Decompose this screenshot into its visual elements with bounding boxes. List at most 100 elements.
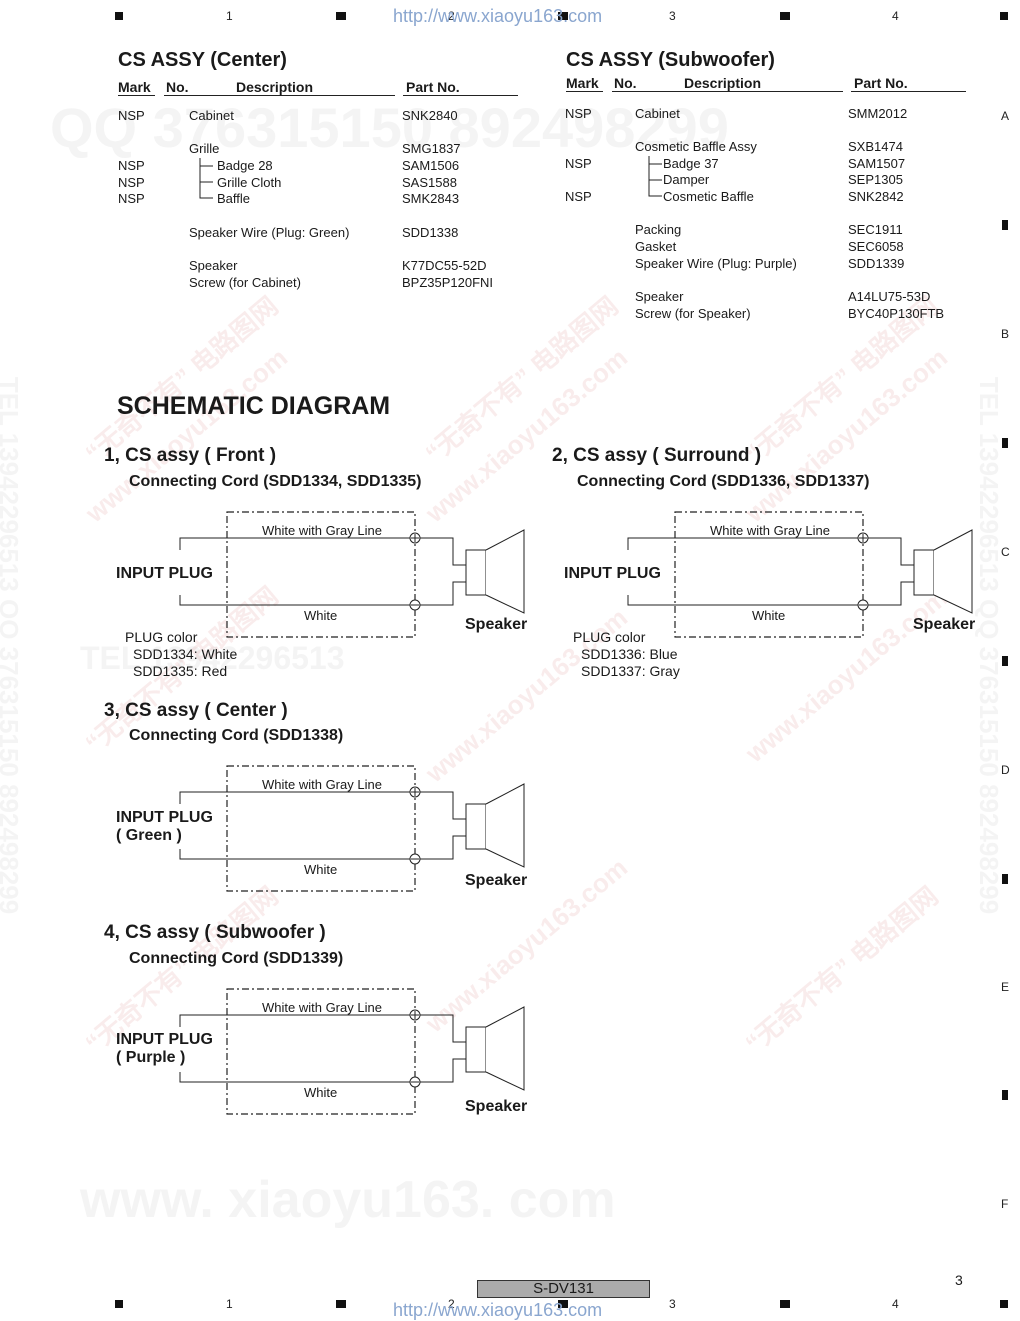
watermark-side-right: TEL 13942296513 QQ 376315150 892498299 (974, 376, 1005, 915)
wire-bottom-label: White (304, 608, 338, 623)
grid-col-4: 4 (892, 9, 899, 23)
speaker-label: Speaker (913, 616, 976, 633)
table-row-part: SAS1588 (402, 175, 457, 190)
grid-col-3: 3 (669, 9, 676, 23)
registration-mark (1000, 1300, 1008, 1308)
diagram-heading: 1, CS assy ( Front ) (104, 445, 277, 466)
header-url-link[interactable]: http://www.xiaoyu163.com (393, 6, 603, 26)
header-underline (612, 91, 843, 92)
registration-mark (1002, 656, 1008, 666)
table-row-desc: Packing (635, 222, 682, 237)
registration-mark (780, 12, 790, 20)
table-row-desc: Cosmetic Baffle Assy (635, 139, 757, 154)
table-row-part: SDD1338 (402, 225, 459, 240)
diagram-cord: Connecting Cord (SDD1339) (129, 950, 344, 967)
table-row-desc: Damper (663, 172, 710, 187)
center-table-title: CS ASSY (Center) (118, 49, 287, 71)
table-row-desc: Speaker Wire (Plug: Green) (189, 225, 350, 240)
table-row-desc: Cabinet (635, 106, 680, 121)
table-row-desc: Grille (189, 141, 220, 156)
plug-color-item: SDD1335: Red (133, 663, 228, 679)
table-row-desc: Speaker Wire (Plug: Purple) (635, 256, 797, 271)
input-plug-label: INPUT PLUG (564, 565, 661, 582)
header-underline (403, 95, 518, 96)
grid-col-2: 2 (448, 9, 455, 23)
registration-mark (1000, 12, 1008, 20)
col-header-description: Description (236, 79, 314, 95)
registration-mark (1002, 220, 1008, 230)
header-underline (164, 95, 395, 96)
table-row-part: SNK2842 (848, 189, 904, 204)
table-row-mark: NSP (118, 175, 145, 190)
watermark-big-site: www. xiaoyu163. com (80, 1171, 616, 1229)
table-row-part: K77DC55-52D (402, 258, 487, 273)
table-row-part: BPZ35P120FNI (402, 275, 494, 290)
table-row-desc: Speaker (189, 258, 238, 273)
table-row-desc: Cabinet (189, 108, 234, 123)
registration-mark (1002, 1090, 1008, 1100)
table-row-part: SDD1339 (848, 256, 905, 271)
col-header-no: No. (614, 75, 637, 91)
wiring-diagram (179, 765, 525, 892)
registration-mark (558, 12, 568, 20)
table-row-desc: Badge 37 (663, 156, 719, 171)
grid-col-3: 3 (669, 1297, 676, 1311)
diagram-cord: Connecting Cord (SDD1338) (129, 727, 344, 744)
wire-top-label: White with Gray Line (262, 777, 382, 792)
table-row-desc: Baffle (217, 191, 251, 206)
plug-color-item: SDD1337: Gray (581, 663, 680, 679)
plug-color-title: PLUG color (573, 629, 646, 645)
table-row-part: A14LU75-53D (848, 289, 931, 304)
input-plug-label: INPUT PLUG (116, 565, 213, 582)
table-row-desc: Grille Cloth (217, 175, 282, 190)
input-plug-label: INPUT PLUG (116, 1031, 213, 1048)
table-row-part: SEP1305 (848, 172, 903, 187)
subwoofer-table-title: CS ASSY (Subwoofer) (566, 49, 775, 71)
wire-top-label: White with Gray Line (710, 523, 830, 538)
watermark-cn: “无奇不有” 电路图网 (739, 880, 944, 1059)
speaker-label: Speaker (465, 872, 528, 889)
grid-col-4: 4 (892, 1297, 899, 1311)
row-label-d: D (1001, 763, 1010, 777)
table-row-desc: Cosmetic Baffle (663, 189, 754, 204)
table-row-mark: NSP (565, 189, 592, 204)
wire-bottom-label: White (752, 608, 786, 623)
registration-mark (558, 1300, 568, 1308)
watermark-side-left: TEL 13942296513 QQ 376315150 892498299 (0, 376, 25, 915)
table-row-part: SEC6058 (848, 239, 904, 254)
table-row-part: SAM1506 (402, 158, 460, 173)
col-header-description: Description (684, 75, 762, 91)
wiring-diagram (627, 511, 973, 638)
registration-mark (115, 12, 123, 20)
row-label-e: E (1001, 980, 1010, 994)
table-row-desc: Gasket (635, 239, 677, 254)
diagram-heading: 3, CS assy ( Center ) (104, 700, 288, 721)
col-header-part-no: Part No. (854, 75, 908, 91)
table-row-part: SAM1507 (848, 156, 906, 171)
plug-color-title: PLUG color (125, 629, 198, 645)
table-row-part: SEC1911 (848, 222, 903, 237)
header-underline (851, 91, 966, 92)
table-row-mark: NSP (118, 158, 145, 173)
wire-bottom-label: White (304, 1085, 338, 1100)
speaker-label: Speaker (465, 1098, 528, 1115)
header-underline (118, 95, 155, 96)
registration-mark (1002, 438, 1008, 448)
footer-url-link[interactable]: http://www.xiaoyu163.com (393, 1300, 603, 1320)
page-number: 3 (955, 1272, 963, 1288)
wiring-diagram (179, 988, 525, 1115)
diagram-cord: Connecting Cord (SDD1334, SDD1335) (129, 473, 422, 490)
model-name: S-DV131 (533, 1280, 594, 1297)
input-plug-color-label: ( Purple ) (116, 1049, 186, 1066)
registration-mark (336, 12, 346, 20)
grid-col-2: 2 (448, 1297, 455, 1311)
model-badge: S-DV131 (477, 1280, 650, 1298)
wire-top-label: White with Gray Line (262, 523, 382, 538)
grid-col-1: 1 (226, 1297, 233, 1311)
table-row-mark: NSP (565, 156, 592, 171)
header-underline (566, 91, 603, 92)
diagram-heading: 2, CS assy ( Surround ) (552, 445, 762, 466)
wiring-diagram (179, 511, 525, 638)
table-row-desc: Speaker (635, 289, 684, 304)
table-row-part: SXB1474 (848, 139, 903, 154)
